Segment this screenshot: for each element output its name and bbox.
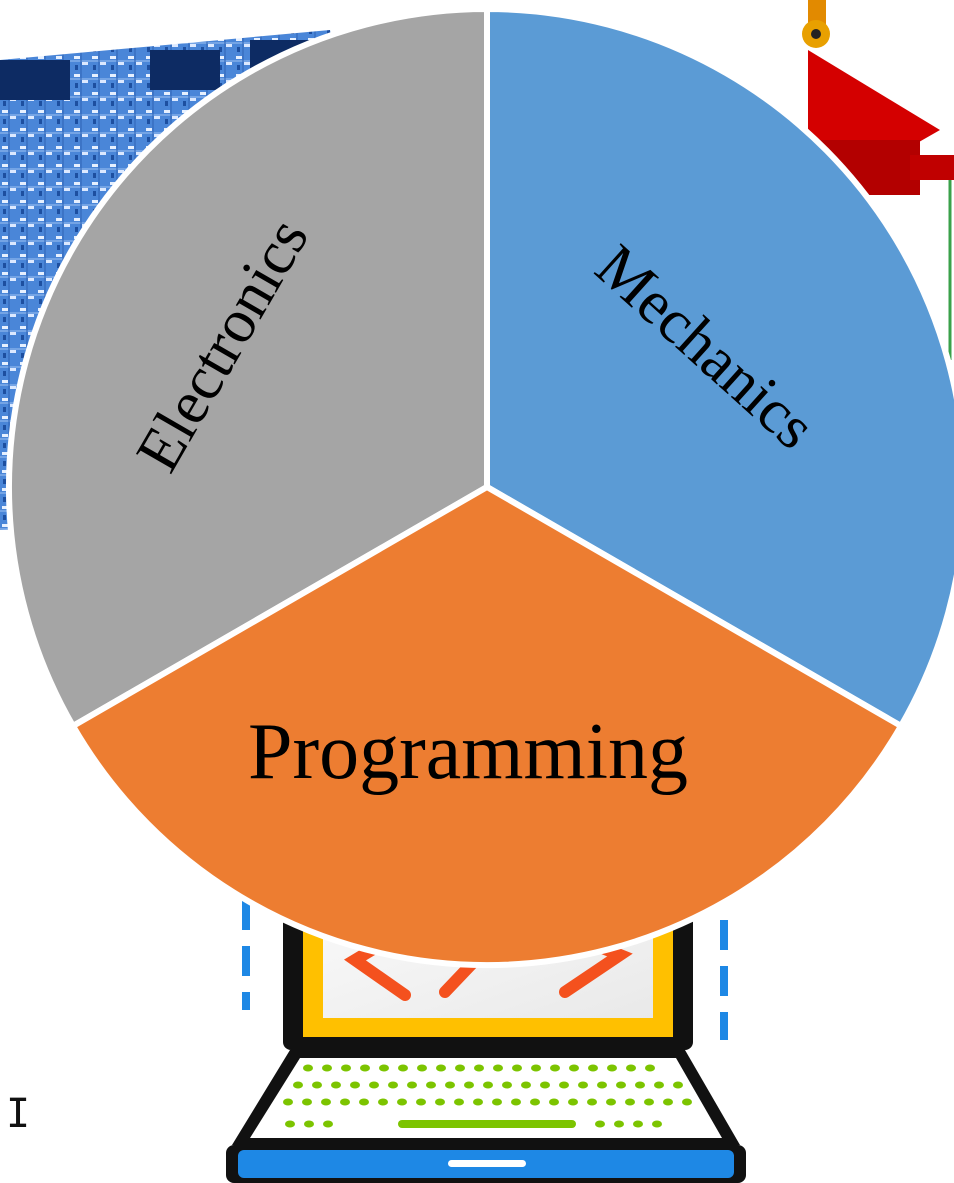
key-dot (654, 1081, 664, 1089)
key-dot (512, 1064, 522, 1072)
key-dot (645, 1064, 655, 1072)
key-dot (464, 1081, 474, 1089)
key-dot (492, 1098, 502, 1106)
key-dot (578, 1081, 588, 1089)
key-dot (530, 1098, 540, 1106)
key-dot (607, 1064, 617, 1072)
segment-mechanics (484, 6, 954, 729)
key-dot (483, 1081, 493, 1089)
key-dot (673, 1081, 683, 1089)
key-dot (521, 1081, 531, 1089)
key-dot (303, 1064, 313, 1072)
key-dot (379, 1064, 389, 1072)
key-dot (455, 1064, 465, 1072)
key-dot (550, 1064, 560, 1072)
key-dot (417, 1064, 427, 1072)
key-dot (398, 1064, 408, 1072)
key-dot (435, 1098, 445, 1106)
key-dot (588, 1064, 598, 1072)
key-dot (378, 1098, 388, 1106)
discipline-pie: Electronics Mechanics Programming (5, 6, 954, 968)
key-dot (606, 1098, 616, 1106)
key-dot (625, 1098, 635, 1106)
key-dot (626, 1064, 636, 1072)
key-dot (511, 1098, 521, 1106)
key-dot (474, 1064, 484, 1072)
key-dot (321, 1098, 331, 1106)
key-dot (559, 1081, 569, 1089)
key-dot (322, 1064, 332, 1072)
key-dot (614, 1120, 624, 1128)
segment-programming (70, 484, 904, 968)
key-dot (568, 1098, 578, 1106)
key-dot (540, 1081, 550, 1089)
key-dot (302, 1098, 312, 1106)
key-dot (597, 1081, 607, 1089)
key-dot (340, 1098, 350, 1106)
key-dot (493, 1064, 503, 1072)
key-dot (682, 1098, 692, 1106)
key-dot (445, 1081, 455, 1089)
key-dot (616, 1081, 626, 1089)
key-dot (359, 1098, 369, 1106)
key-dot (388, 1081, 398, 1089)
chip-shape (150, 50, 220, 90)
key-dot (663, 1098, 673, 1106)
key-dot (531, 1064, 541, 1072)
keyboard-keys (283, 1064, 692, 1128)
key-dot (644, 1098, 654, 1106)
key-dot (587, 1098, 597, 1106)
key-dot (283, 1098, 293, 1106)
key-dot (454, 1098, 464, 1106)
label-programming: Programming (248, 708, 688, 796)
key-dot (426, 1081, 436, 1089)
spacebar (398, 1120, 576, 1128)
text-cursor-glyph: I (6, 1091, 31, 1137)
key-dot (416, 1098, 426, 1106)
key-dot (436, 1064, 446, 1072)
key-dot (549, 1098, 559, 1106)
key-dot (595, 1120, 605, 1128)
key-dot (569, 1064, 579, 1072)
key-dot (502, 1081, 512, 1089)
key-dot (331, 1081, 341, 1089)
key-dot (341, 1064, 351, 1072)
key-dot (369, 1081, 379, 1089)
chip-shape (0, 60, 70, 100)
key-dot (407, 1081, 417, 1089)
key-dot (360, 1064, 370, 1072)
key-dot (652, 1120, 662, 1128)
key-dot (304, 1120, 314, 1128)
key-dot (323, 1120, 333, 1128)
key-dot (473, 1098, 483, 1106)
segment-electronics (5, 6, 490, 729)
key-dot (633, 1120, 643, 1128)
key-dot (397, 1098, 407, 1106)
key-dot (350, 1081, 360, 1089)
key-dot (635, 1081, 645, 1089)
key-dot (293, 1081, 303, 1089)
key-dot (312, 1081, 322, 1089)
key-dot (285, 1120, 295, 1128)
